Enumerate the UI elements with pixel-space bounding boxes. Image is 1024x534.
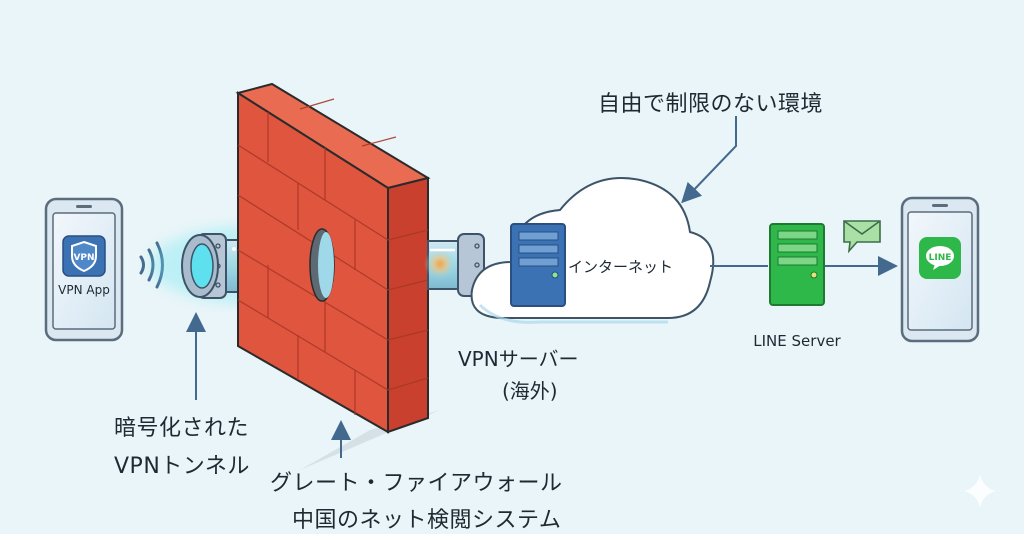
firewall-label-line1: グレート・ファイアウォール xyxy=(270,471,563,496)
firewall-label-line2: 中国のネット検閲システム xyxy=(292,508,562,533)
vpn-app-icon-text: VPN xyxy=(73,253,94,263)
internet-label: インターネット xyxy=(568,258,673,276)
line-app-icon-text: LINE xyxy=(929,253,952,263)
line-server-label: LINE Server xyxy=(753,332,841,350)
message-envelope-icon xyxy=(843,220,881,254)
line-app-icon[interactable] xyxy=(919,237,961,279)
sparkle-icon xyxy=(964,474,996,508)
internet-callout-label: 自由で制限のない環境 xyxy=(598,92,824,117)
line-server-icon xyxy=(769,223,825,306)
vpn-server-label-line1: VPNサーバー xyxy=(458,347,579,371)
tunnel-label-line2: VPNトンネル xyxy=(114,454,250,479)
vpn-phone xyxy=(44,197,124,342)
vpn-app-label: VPN App xyxy=(58,283,110,297)
vpn-server-label-line2: (海外) xyxy=(502,379,558,403)
vpn-server-icon xyxy=(510,223,566,307)
great-firewall xyxy=(235,82,440,470)
vpn-app-icon[interactable] xyxy=(62,235,106,277)
line-phone xyxy=(900,196,980,343)
internet-cloud xyxy=(470,177,715,324)
shield-icon xyxy=(71,240,97,273)
callout-arrow xyxy=(681,116,737,204)
tunnel-label-line1: 暗号化された xyxy=(114,416,250,441)
